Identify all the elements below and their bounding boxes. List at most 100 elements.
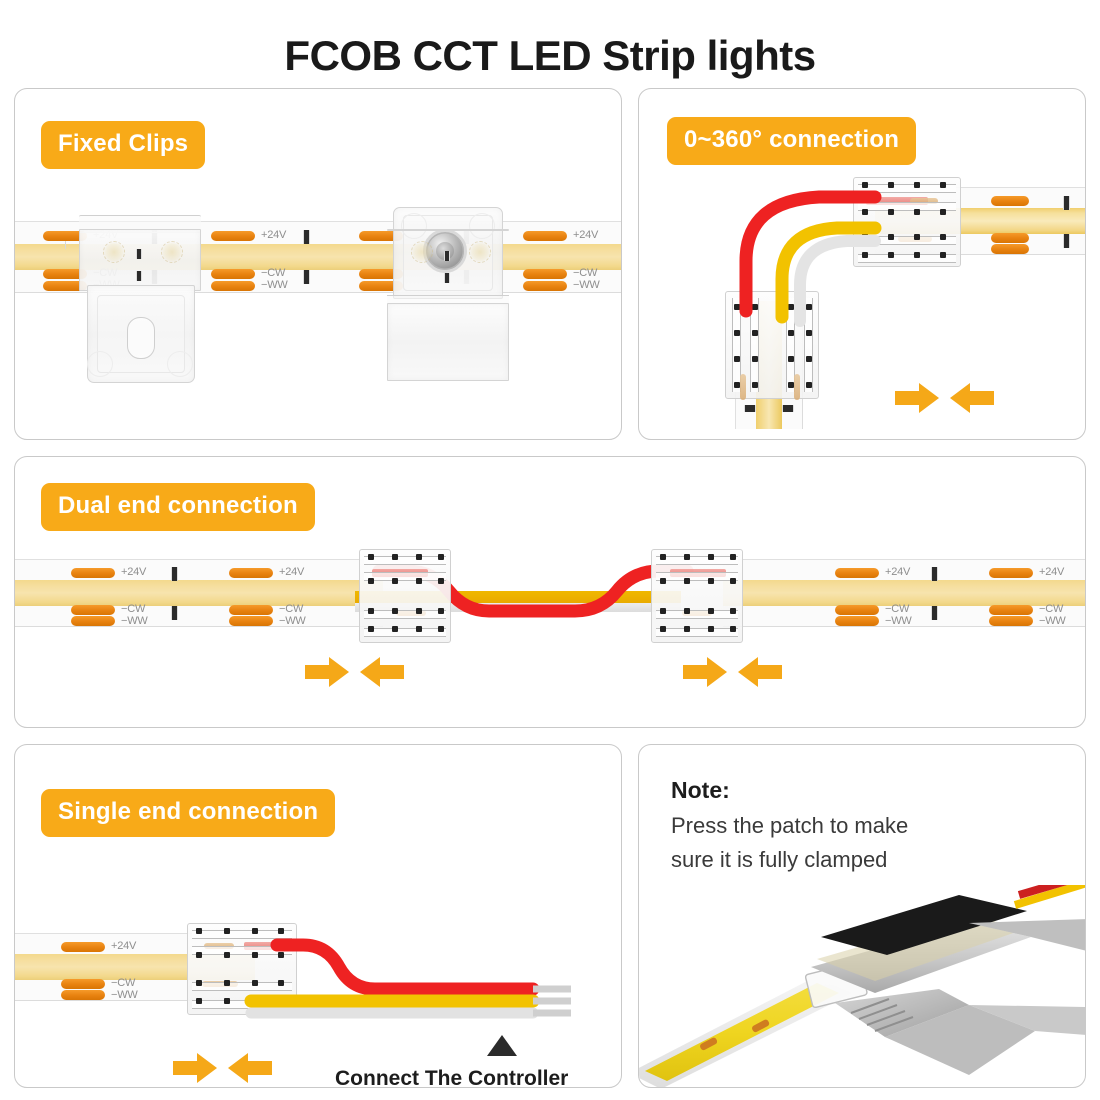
pliers-lower-arm — [885, 1005, 1035, 1075]
note-title: Note: — [671, 777, 730, 803]
pad-positive — [61, 942, 105, 952]
clip-texture-dot — [469, 241, 491, 263]
wire-group-360 — [739, 190, 882, 327]
arrow-right-icon — [173, 1053, 217, 1083]
badge-single-end: Single end connection — [41, 789, 336, 837]
connector-contact-row — [858, 202, 956, 215]
pad-label-positive: +24V — [885, 566, 911, 578]
pad-positive — [989, 568, 1033, 578]
pad-label-cw: −CW — [1039, 603, 1064, 615]
pad-ww — [835, 616, 879, 626]
pad-positive — [43, 231, 87, 241]
wire-red — [270, 938, 540, 996]
pliers-clamping-photo — [639, 885, 1085, 1087]
panel-360-connection: 0~360° connection — [638, 88, 1086, 440]
panel-dual-end-connection: Dual end connection +24V −CW −WW +24V −C… — [14, 456, 1086, 728]
resistor-chip — [171, 567, 178, 581]
connector-left — [359, 549, 451, 643]
connector-contact-row — [750, 298, 759, 392]
led-strip-left: +24V −CW −WW +24V −CW −WW — [15, 559, 383, 627]
connector-contact-row — [732, 298, 741, 392]
strip-pads: +24V −CW −WW — [15, 934, 255, 1000]
connector-clamp — [910, 198, 938, 204]
arrow-left-icon — [228, 1053, 272, 1083]
pad-label-positive: +24V — [111, 940, 137, 952]
pad-label-ww: −WW — [885, 615, 912, 627]
pad-label-cw: −CW — [885, 603, 910, 615]
connector-contact-row — [858, 182, 956, 193]
arrow-left-icon — [950, 383, 994, 413]
solder-line — [65, 241, 66, 249]
note-wire-yellow — [1013, 885, 1085, 909]
pad-label-positive: +24V — [279, 566, 305, 578]
arrow-pair-360 — [895, 381, 994, 415]
connector-right — [651, 549, 743, 643]
resistor-chip — [1063, 234, 1070, 248]
arrow-right-icon — [683, 657, 727, 687]
pad-label-positive: +24V — [573, 229, 599, 241]
connector-contact-row — [655, 608, 739, 619]
arrow-left-icon — [360, 657, 404, 687]
pliers-upper-handle — [969, 919, 1085, 951]
note-strip-pad — [700, 1037, 718, 1051]
resistor-chip — [744, 405, 756, 412]
note-wire-red — [1017, 885, 1068, 899]
clip-pin — [136, 249, 142, 259]
note-strip-pad — [752, 1019, 770, 1033]
pad-positive — [991, 196, 1029, 206]
pad-cw — [71, 605, 115, 615]
pad-cw — [523, 269, 567, 279]
pad-positive — [71, 568, 115, 578]
pad-cw — [211, 269, 255, 279]
clip-corner-circle — [167, 351, 193, 377]
pad-cw — [991, 233, 1029, 243]
pad-label-positive: +24V — [1039, 566, 1065, 578]
connect-controller-caption: Connect The Controller — [335, 1067, 569, 1088]
wire-yellow — [775, 221, 882, 324]
note-line-2: sure it is fully clamped — [671, 847, 888, 872]
connector-contact-row — [363, 608, 447, 619]
connector-contact-row — [655, 572, 739, 584]
page-title: FCOB CCT LED Strip lights — [284, 32, 816, 79]
pliers-lower-handle — [969, 1005, 1085, 1035]
clip-collar — [79, 229, 201, 291]
strip-pads: +24V −CW −WW +24V −CW −WW — [15, 560, 383, 626]
note-strip-led — [645, 983, 839, 1081]
pad-label-cw: −CW — [111, 977, 136, 989]
pad-cw — [43, 269, 87, 279]
pad-label-cw: −CW — [573, 267, 598, 279]
connector-contact-row — [192, 946, 292, 958]
panel-grid: Fixed Clips +24V −CW −WW +24V −CW −WW — [14, 88, 1086, 1088]
pliers-black-pad — [821, 895, 1027, 955]
connector-contact-row — [192, 980, 292, 991]
connector-contact-row — [655, 554, 739, 565]
pad-label-cw: −CW — [279, 603, 304, 615]
connector-contact-row — [804, 298, 813, 392]
pad-label-positive: +24V — [261, 229, 287, 241]
strip-pads — [875, 188, 1085, 254]
panel-single-end-connection: Single end connection +24V −CW −WW — [14, 744, 622, 1088]
panel-note: Note: Press the patch to make sure it is… — [638, 744, 1086, 1088]
clip-corner-circle — [87, 351, 113, 377]
note-line-1: Press the patch to make — [671, 813, 909, 838]
pad-cw — [989, 605, 1033, 615]
badge-360-connection: 0~360° connection — [667, 117, 917, 165]
pad-cw — [835, 605, 879, 615]
connector-clamp — [794, 374, 800, 400]
arrow-pair-single — [173, 1051, 272, 1085]
pad-ww — [989, 616, 1033, 626]
pad-label-positive: +24V — [121, 566, 147, 578]
pad-ww — [43, 281, 87, 291]
connector-contact-row — [192, 928, 292, 939]
clip-pin — [444, 273, 450, 283]
pad-positive — [359, 231, 403, 241]
pad-ww — [359, 281, 403, 291]
resistor-chip — [303, 270, 310, 284]
pad-cw — [229, 605, 273, 615]
arrow-right-icon — [305, 657, 349, 687]
resistor-chip — [1063, 196, 1070, 210]
arrow-left-icon — [738, 657, 782, 687]
strip-led-channel — [723, 580, 1085, 606]
clip-pin — [136, 271, 142, 281]
clip-screw-slot — [127, 317, 155, 359]
